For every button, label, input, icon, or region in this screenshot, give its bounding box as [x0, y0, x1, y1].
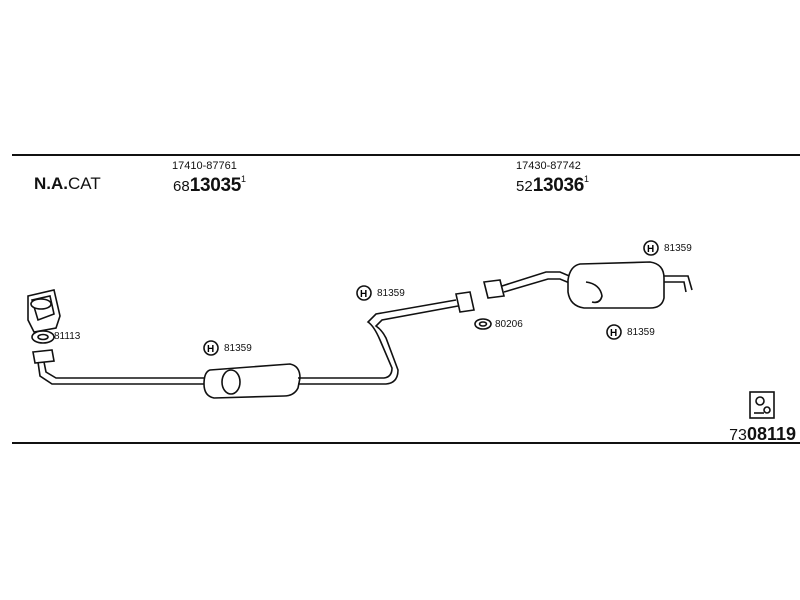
svg-text:H: H — [647, 244, 654, 255]
hanger-icon: H — [203, 340, 219, 356]
hanger-front-callout[interactable]: 81359 — [224, 343, 252, 354]
system-label: N.A.CAT — [34, 174, 101, 193]
svg-text:H: H — [360, 289, 367, 300]
hanger-rear-bottom-callout[interactable]: 81359 — [627, 327, 655, 338]
hanger-icon: H — [356, 285, 372, 301]
hanger-icon: H — [606, 324, 622, 340]
bottom-border-line — [12, 442, 800, 444]
rear-muffler-oe-number: 17430-87742 — [516, 160, 581, 172]
hanger-rear-top-callout[interactable]: 81359 — [664, 243, 692, 254]
mid-gasket-part[interactable] — [474, 318, 492, 330]
top-border-line — [12, 154, 800, 156]
front-pipe-oe-number: 17410-87761 — [172, 160, 237, 172]
svg-text:H: H — [207, 344, 214, 355]
mid-gasket-callout[interactable]: 80206 — [495, 319, 523, 330]
front-pipe-part[interactable] — [32, 291, 475, 399]
mounting-kit-icon — [749, 391, 775, 419]
svg-text:H: H — [610, 328, 617, 339]
catalytic-converter-part[interactable] — [27, 289, 61, 333]
rear-muffler-part[interactable] — [483, 261, 693, 309]
rear-muffler-part-number[interactable]: 52130361 — [516, 174, 590, 196]
diagram-code: 7308119 — [729, 424, 796, 444]
hanger-icon: H — [643, 240, 659, 256]
front-pipe-part-number[interactable]: 68130351 — [173, 174, 247, 196]
manifold-gasket-part[interactable] — [31, 330, 55, 344]
hanger-mid-callout[interactable]: 81359 — [377, 288, 405, 299]
manifold-gasket-callout[interactable]: 81113 — [54, 331, 81, 342]
